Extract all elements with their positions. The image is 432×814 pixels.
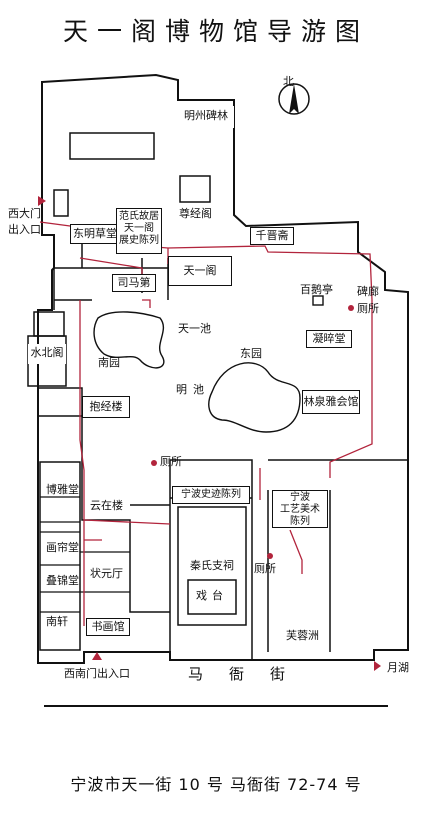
stage-box (187, 579, 237, 615)
toilet-pin-2 (151, 460, 157, 466)
shuhua-label: 书画馆 (86, 618, 130, 636)
west-gate-notch (53, 189, 69, 217)
north-label: 北 (283, 75, 294, 88)
large-hall (69, 132, 155, 160)
tianyi-pond-label: 天一池 (178, 322, 211, 335)
linquan-label: 林泉雅会馆 (302, 390, 360, 414)
southwest-gate-label: 西南门出入口 (64, 667, 130, 680)
address: 宁波市天一街 10 号 马衙街 72-74 号 (70, 775, 362, 794)
ningbo-craft-label: 宁波 工艺美术 陈列 (272, 490, 328, 528)
divider-rule (44, 705, 388, 707)
tianyi-pavilion-label: 天一阁 (168, 256, 232, 286)
site-boundary (37, 73, 409, 664)
yuehu-label: 月湖 (387, 661, 409, 674)
furong-label: 芙蓉洲 (286, 629, 319, 642)
toilet-pin-3 (267, 553, 273, 559)
zunjing-label: 尊经阁 (179, 207, 212, 220)
toilet-label-3: 厕所 (254, 562, 276, 575)
huachang-label: 画帘堂 (46, 541, 79, 554)
boya-label: 博雅堂 (46, 483, 79, 496)
zhuangyuan-label: 状元厅 (90, 567, 123, 580)
zunjing-building (179, 175, 211, 203)
baojing-label: 抱经楼 (82, 396, 130, 418)
yunzai-label: 云在楼 (90, 499, 123, 512)
ningcui-label: 凝晬堂 (306, 330, 352, 348)
qin-temple-label: 秦氏支祠 (190, 559, 234, 572)
ningbo-history-label: 宁波史迹陈列 (172, 486, 250, 504)
qin-inner (177, 506, 247, 626)
toilet-pin-1 (348, 305, 354, 311)
ming-stele-label: 明州碑林 (178, 106, 234, 128)
shuibei-roof (33, 311, 65, 337)
baie-pavilion (312, 295, 324, 306)
east-garden-label: 东园 (240, 347, 262, 360)
nanxuan-label: 南轩 (46, 615, 68, 628)
stage-label: 戏台 (196, 589, 228, 602)
tianyi-pond (93, 311, 165, 369)
street-label: 马衙街 (188, 665, 312, 683)
shuibei-label: 水北阁 (28, 344, 66, 364)
map-title: 天一阁博物馆导游图 (62, 17, 369, 46)
fan-residence-label: 范氏故居 天一阁 展史陈列 (116, 208, 162, 254)
west-gate-entrance-label: 出入口 (8, 223, 41, 236)
diejin-label: 叠锦堂 (46, 574, 79, 587)
southwest-gate-arrow (92, 652, 102, 660)
sima-label: 司马第 (112, 274, 156, 292)
stele-corridor-label: 碑廊 (357, 285, 379, 298)
south-garden-label: 南园 (98, 356, 120, 369)
toilet-label-2: 厕所 (160, 455, 182, 468)
left-stack-dividers (40, 496, 130, 613)
ming-pond (208, 362, 301, 433)
dongming-label: 东明草堂 (70, 224, 120, 244)
west-gate-label: 西大门 (8, 207, 41, 220)
compass-needle (289, 84, 299, 114)
left-stack (39, 461, 81, 651)
ming-pond-label: 明池 (176, 383, 210, 396)
qianjin-label: 千晋斋 (250, 227, 294, 245)
west-gate-arrow (38, 196, 46, 206)
baie-label: 百鹅亭 (300, 283, 333, 296)
toilet-label-1: 厕所 (357, 302, 379, 315)
yuehu-arrow (374, 661, 381, 671)
